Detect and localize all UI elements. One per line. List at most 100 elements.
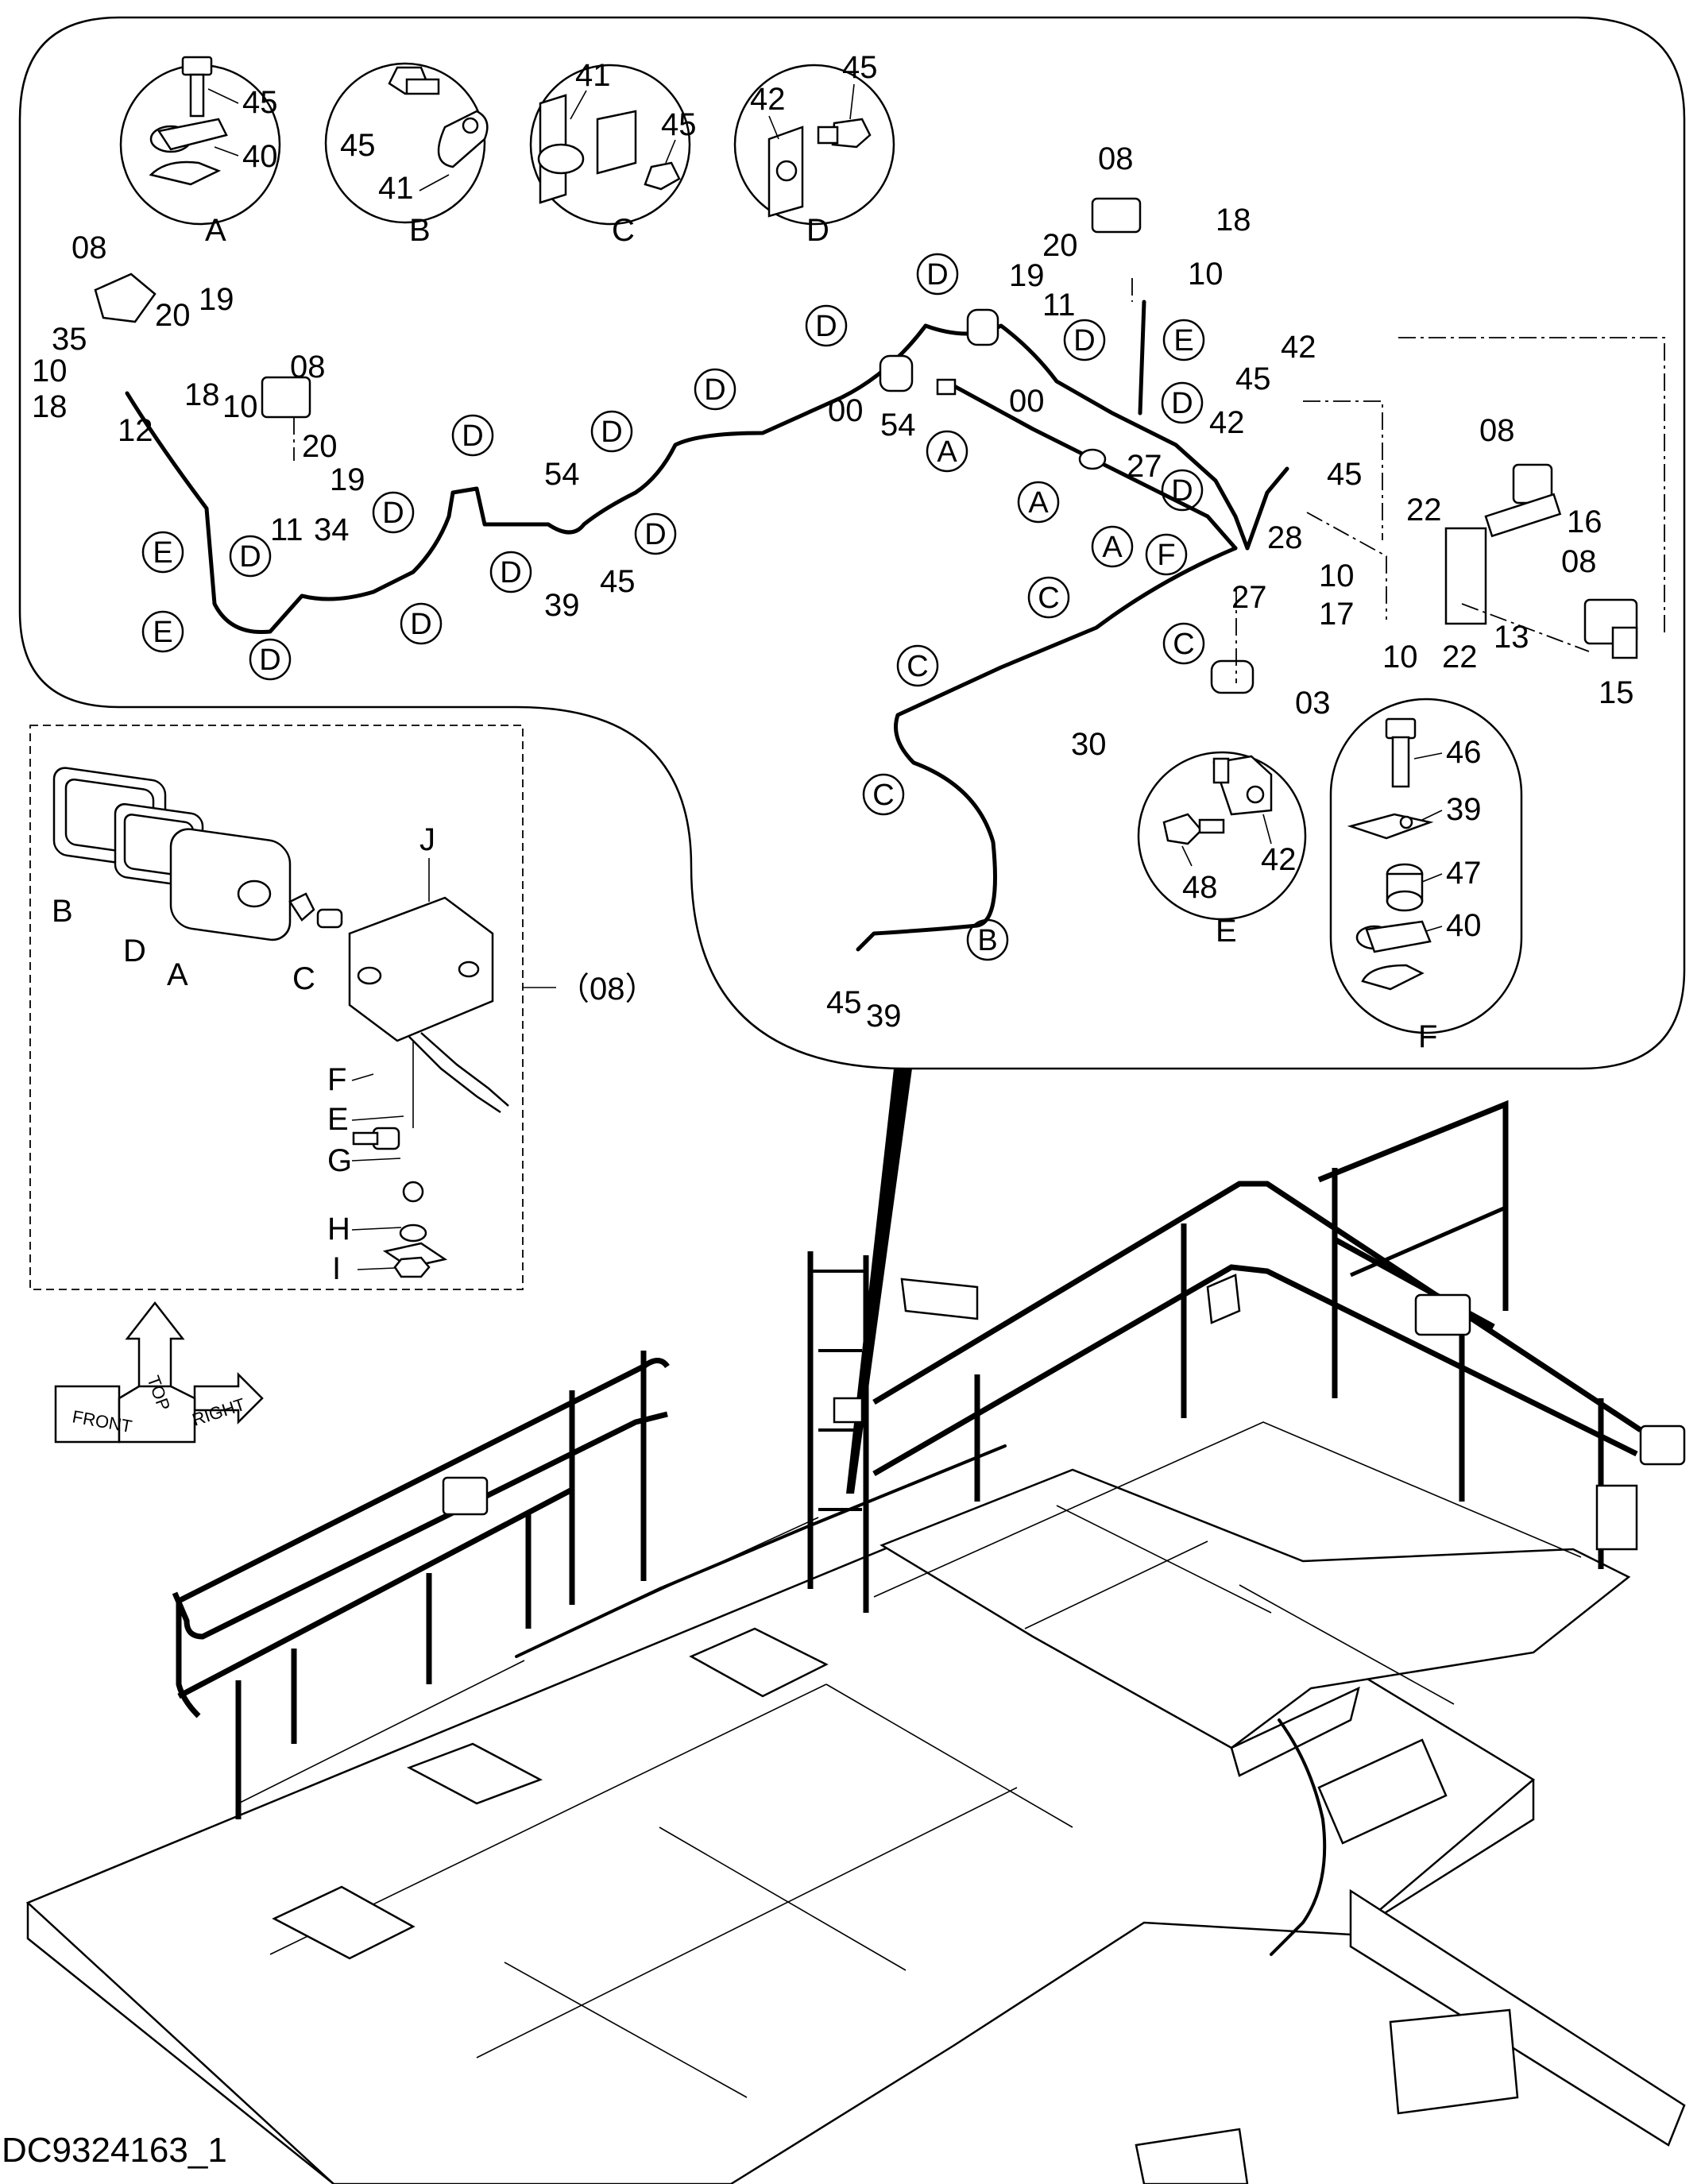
- ref-circle-d6: D: [489, 551, 532, 593]
- callout-18-c: 18: [1216, 203, 1251, 238]
- svg-text:D: D: [704, 373, 725, 407]
- ref-circle-d11: D: [916, 253, 959, 296]
- svg-text:D: D: [1171, 387, 1193, 420]
- callout-42-a: 42: [1281, 330, 1316, 365]
- svg-text:D: D: [1073, 324, 1095, 358]
- detail-f-part-40: 40: [1446, 908, 1482, 943]
- svg-text:E: E: [153, 616, 172, 649]
- svg-text:C: C: [1038, 582, 1059, 615]
- svg-text:C: C: [1173, 628, 1194, 661]
- detail-e-letter: E: [1216, 914, 1237, 949]
- callout-20-c: 20: [1042, 228, 1078, 263]
- callout-10-c: 10: [1188, 257, 1224, 292]
- callout-27-b: 27: [1231, 580, 1267, 615]
- ref-circle-d1: D: [229, 535, 272, 578]
- svg-text:D: D: [382, 497, 404, 530]
- machine-overview: [25, 1100, 1686, 2184]
- detail-a-letter: A: [205, 213, 226, 248]
- svg-text:D: D: [462, 419, 483, 453]
- ref-circle-d2: D: [249, 638, 292, 681]
- detail-circle-d: 42 45 D: [733, 50, 895, 248]
- callout-19-c: 19: [1009, 258, 1045, 293]
- callout-20-b: 20: [302, 429, 338, 464]
- direction-indicator: FRONT TOP RIGHT: [54, 1301, 264, 1444]
- callout-45-d: 45: [826, 985, 862, 1020]
- ref-circle-d9: D: [694, 368, 736, 411]
- callout-00-b: 00: [1009, 384, 1045, 419]
- detail-d-part-42: 42: [750, 82, 786, 117]
- callout-16: 16: [1567, 504, 1602, 539]
- callout-pointer: [846, 1069, 912, 1494]
- ref-circle-d7: D: [590, 410, 633, 453]
- callout-10-d: 10: [1319, 559, 1355, 593]
- lamp-part-h: H: [327, 1212, 350, 1247]
- svg-text:A: A: [1102, 531, 1123, 564]
- svg-text:D: D: [644, 518, 666, 551]
- ref-circle-e2: E: [141, 610, 184, 653]
- detail-b-letter: B: [409, 213, 431, 248]
- callout-boundary: [18, 16, 1686, 1070]
- callout-18-a: 18: [32, 389, 68, 424]
- detail-circle-b: 45 45 41 B: [324, 62, 489, 248]
- callout-34: 34: [314, 512, 350, 547]
- callout-17: 17: [1319, 597, 1355, 632]
- svg-text:D: D: [601, 416, 622, 449]
- svg-text:D: D: [410, 608, 431, 641]
- ref-circle-d5: D: [451, 414, 494, 457]
- callout-10-e: 10: [1382, 640, 1418, 675]
- detail-c-part-41: 41: [575, 58, 611, 93]
- lamp-exploded-view: B D A C J F E G H I （08）: [29, 725, 657, 1290]
- ref-circle-d8: D: [634, 512, 677, 555]
- svg-text:C: C: [872, 779, 894, 812]
- callout-54-a: 54: [544, 457, 580, 492]
- callout-54-b: 54: [880, 408, 916, 443]
- callout-45-b: 45: [1235, 361, 1271, 396]
- callout-03: 03: [1295, 686, 1331, 721]
- svg-text:D: D: [239, 540, 261, 574]
- ref-circle-c1: C: [1027, 576, 1070, 619]
- ref-circle-c3: C: [896, 644, 939, 687]
- svg-text:F: F: [1157, 539, 1175, 572]
- callout-10-b: 10: [222, 389, 258, 424]
- callout-19-b: 19: [330, 462, 365, 497]
- ref-circle-b1: B: [966, 918, 1009, 961]
- detail-f-part-47: 47: [1446, 856, 1482, 891]
- harness-callout-labels: 08 20 19 35 10 18 12 08 18 10 20 19 11 3…: [32, 141, 1634, 1034]
- ref-circle-d14: D: [1161, 469, 1204, 512]
- detail-b-part-45a: 45: [340, 128, 376, 163]
- detail-b-part-41: 41: [378, 171, 414, 206]
- harness-assembly: [94, 197, 1665, 952]
- lamp-part-e: E: [327, 1102, 349, 1137]
- lamp-part-i: I: [332, 1251, 341, 1286]
- callout-13: 13: [1494, 620, 1529, 655]
- ref-circle-a2: A: [1017, 481, 1060, 524]
- ref-circle-d3: D: [372, 491, 415, 534]
- callout-11-a: 11: [270, 512, 303, 547]
- callout-08-c: 08: [1098, 141, 1134, 176]
- svg-text:C: C: [907, 650, 928, 683]
- ref-circle-c2: C: [1162, 622, 1205, 665]
- lamp-part-g: G: [327, 1143, 352, 1178]
- callout-35: 35: [52, 322, 87, 357]
- callout-20-a: 20: [155, 298, 191, 333]
- detail-c-part-45: 45: [661, 107, 697, 142]
- ref-circle-d13: D: [1161, 381, 1204, 424]
- callout-19-a: 19: [199, 282, 234, 317]
- svg-text:B: B: [977, 924, 997, 957]
- detail-e-part-42: 42: [1261, 842, 1297, 877]
- ref-circle-a3: A: [1091, 525, 1134, 568]
- ref-circle-d4: D: [400, 602, 443, 645]
- callout-27-a: 27: [1127, 449, 1162, 484]
- svg-text:A: A: [1028, 486, 1049, 520]
- detail-f-part-39: 39: [1446, 792, 1482, 827]
- ref-circle-e1: E: [141, 531, 184, 574]
- lamp-part-b: B: [52, 894, 73, 929]
- detail-c-letter: C: [612, 213, 635, 248]
- svg-text:D: D: [815, 310, 837, 343]
- callout-11-b: 11: [1042, 288, 1076, 323]
- detail-d-part-45: 45: [842, 50, 878, 85]
- callout-08-d: 08: [1479, 413, 1515, 448]
- circled-reference-letters: E D E D D D D D D D D D D D E D D A A A …: [141, 253, 1205, 961]
- callout-42-b: 42: [1209, 405, 1245, 440]
